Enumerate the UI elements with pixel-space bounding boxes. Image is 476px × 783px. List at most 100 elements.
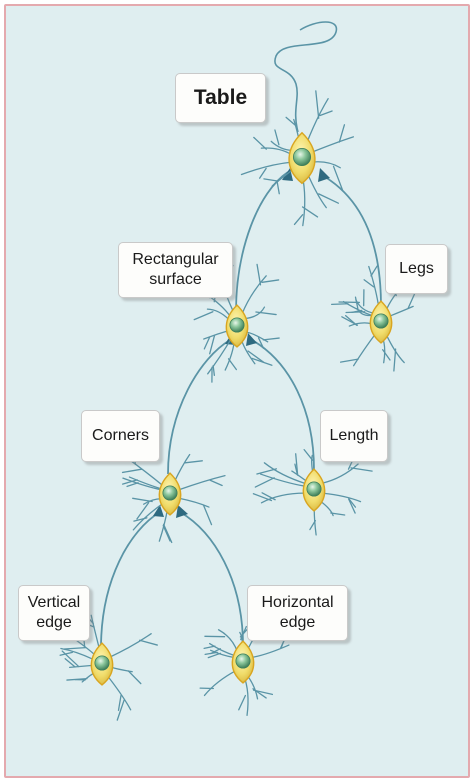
- neuron-corners-nucleus: [162, 485, 178, 501]
- dendrite-branch: [321, 463, 359, 484]
- link-horizontal-to-corners: [179, 511, 244, 647]
- dendrite-branch: [210, 649, 235, 659]
- dendrite-branch: [109, 633, 152, 658]
- top-axon-tail: [274, 21, 338, 133]
- dendrite-twig: [255, 311, 277, 316]
- dendrite-twig: [294, 463, 299, 476]
- dendrite-branch: [208, 642, 236, 657]
- dendrite-twig: [253, 136, 267, 150]
- label-horizontal-edge: Horizontal edge: [247, 585, 348, 641]
- dendrite-branch: [352, 332, 377, 367]
- dendrite-branch: [178, 497, 210, 508]
- dendrite-twig: [331, 303, 349, 306]
- dendrite-twig: [319, 110, 333, 117]
- dendrite-twig: [121, 468, 143, 474]
- dendrite-twig: [212, 364, 216, 377]
- dendrite-twig: [116, 699, 125, 721]
- label-corners: Corners: [81, 410, 160, 462]
- dendrite-twig: [344, 314, 358, 326]
- dendrite-twig: [351, 309, 363, 314]
- dendrite-twig: [203, 645, 216, 650]
- dendrite-branch: [217, 629, 238, 653]
- dendrite-twig: [64, 658, 76, 668]
- link-corners-to-rect: [167, 339, 231, 475]
- dendrite-twig: [263, 178, 279, 182]
- dendrite-branch: [322, 492, 362, 503]
- neuron-legs-nucleus: [373, 313, 389, 329]
- link-length-to-rect: [251, 339, 315, 471]
- dendrite-twig: [247, 350, 265, 363]
- dendrite-branch: [348, 322, 373, 327]
- arrowhead-icon: [176, 505, 188, 518]
- dendrite-twig: [303, 448, 314, 461]
- dendrite-twig: [251, 357, 273, 366]
- dendrite-twig: [132, 497, 153, 503]
- label-table: Table: [175, 73, 266, 123]
- dendrite-branch: [240, 161, 292, 176]
- dendrite-twig: [338, 124, 346, 143]
- dendrite-twig: [393, 348, 397, 372]
- dendrite-twig: [209, 334, 216, 355]
- dendrite-branch: [263, 462, 307, 485]
- dendrite-branch: [241, 275, 267, 316]
- dendrite-branch: [203, 330, 229, 340]
- dendrite-twig: [330, 512, 346, 516]
- dendrite-twig: [382, 349, 391, 361]
- dendrite-twig: [332, 165, 344, 191]
- dendrite-twig: [348, 498, 356, 514]
- neuron-horizontal-edge-nucleus: [235, 653, 251, 669]
- dendrite-twig: [162, 524, 171, 542]
- label-rectangular-surface: Rectangular surface: [118, 242, 233, 298]
- dendrite-twig: [261, 492, 276, 501]
- dendrite-twig: [203, 504, 213, 526]
- dendrite-twig: [256, 468, 277, 475]
- dendrite-branch: [311, 136, 355, 153]
- dendrite-twig: [293, 214, 304, 226]
- dendrite-branch: [312, 161, 341, 169]
- neuron-vertical-edge-nucleus: [94, 655, 110, 671]
- dendrite-twig: [193, 311, 214, 321]
- dendrite-branch: [60, 647, 94, 660]
- dendrite-twig: [238, 694, 247, 711]
- dendrite-twig: [257, 337, 265, 349]
- dendrite-branch: [388, 305, 414, 317]
- dendrite-twig: [121, 479, 138, 485]
- arrowhead-icon: [153, 505, 164, 517]
- dendrite-branch: [122, 477, 162, 491]
- dendrite-twig: [339, 358, 359, 363]
- dendrite-twig: [350, 467, 373, 472]
- dendrite-branch: [260, 492, 306, 504]
- dendrite-twig: [138, 639, 158, 646]
- dendrite-twig: [207, 652, 222, 659]
- link-vertical-to-corners: [100, 511, 161, 649]
- dendrite-twig: [276, 181, 280, 195]
- link-legs-to-table: [319, 173, 382, 307]
- neuron-length-nucleus: [306, 481, 322, 497]
- dendrite-twig: [240, 625, 247, 641]
- dendrite-twig: [363, 279, 375, 288]
- dendrite-twig: [184, 460, 203, 464]
- dendrite-branch: [178, 475, 226, 491]
- label-vertical-edge: Vertical edge: [18, 585, 90, 641]
- dendrite-twig: [209, 479, 223, 487]
- neuron-table-nucleus: [292, 147, 312, 167]
- link-rect-to-table: [235, 171, 289, 313]
- dendrite-twig: [252, 689, 274, 696]
- dendrite-twig: [126, 482, 139, 488]
- dendrite-branch: [207, 336, 233, 375]
- dendrite-twig: [348, 498, 357, 508]
- dendrite-twig: [285, 116, 296, 126]
- dendrite-branches: [59, 90, 418, 721]
- dendrite-twig: [261, 279, 280, 283]
- dendrite-branch: [259, 473, 306, 487]
- neuron-cells: [90, 131, 393, 686]
- dendrite-branch: [106, 674, 132, 711]
- dendrite-branch: [128, 476, 162, 490]
- dendrite-twig: [256, 263, 262, 286]
- dendrite-branch: [206, 308, 230, 321]
- dendrite-twig: [254, 477, 275, 488]
- arrowhead-icon: [246, 333, 257, 346]
- dendrite-twig: [262, 337, 280, 341]
